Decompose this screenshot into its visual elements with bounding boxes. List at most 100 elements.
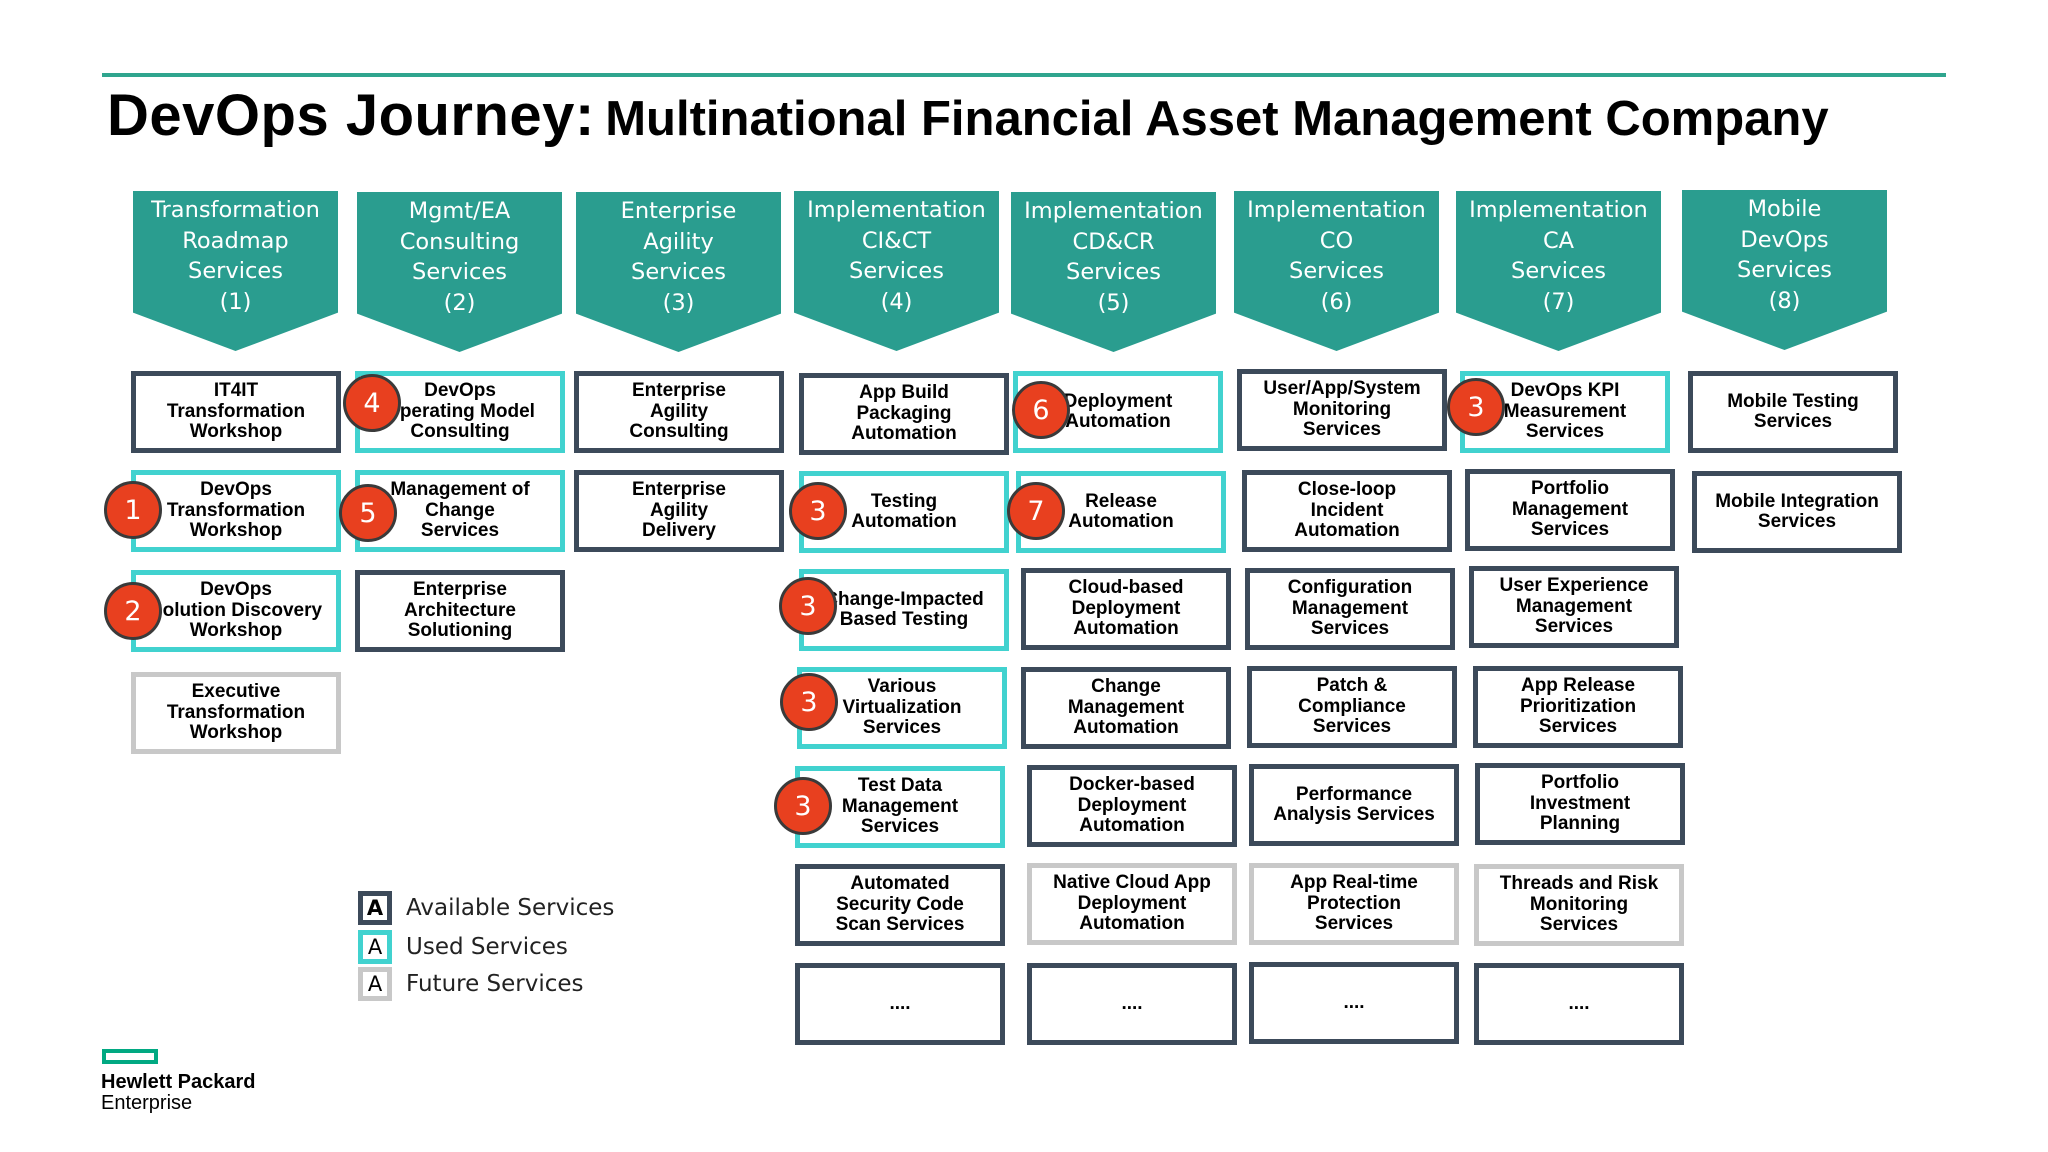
column-header-line: Services [188,258,283,284]
service-box: .... [1249,962,1459,1044]
column-header-line: (6) [1320,288,1353,315]
column-header-2: Mgmt/EA Consulting Services (2) [357,192,562,352]
logo-line-2: Enterprise [101,1092,193,1114]
column-header-line: CI&CT [861,227,932,254]
step-badge: 3 [774,777,832,835]
legend-available: A Available Services [358,891,614,925]
column-header-4: Implementation CI&CT Services (4) [794,191,999,351]
legend-used: A Used Services [358,930,568,964]
hpe-logo-mark [102,1049,158,1064]
legend-label: Used Services [406,934,568,960]
step-badge: 7 [1007,482,1065,540]
column-header-line: (4) [880,288,913,315]
step-badge: 6 [1012,381,1070,439]
column-header-line: Implementation [1024,198,1203,224]
column-header-7: Implementation CA Services (7) [1456,191,1661,351]
column-header-line: (8) [1768,287,1801,314]
column-header-line: Services [1289,258,1384,284]
step-badge: 3 [789,482,847,540]
column-header-line: (7) [1542,288,1575,315]
service-box: .... [1027,963,1237,1045]
title-main: DevOps Journey: [107,83,595,148]
column-header-line: Services [1511,258,1606,284]
column-header-line: Implementation [1247,197,1426,223]
column-header-line: Mobile [1747,196,1822,222]
step-badge: 2 [104,582,162,640]
column-header-line: Implementation [1469,197,1648,223]
column-header-line: DevOps [1740,226,1829,253]
top-rule [102,73,1946,77]
column-header-line: (1) [219,288,252,315]
step-badge: 3 [1447,378,1505,436]
column-header-line: Services [1737,257,1832,283]
column-header-line: CO [1319,227,1354,254]
column-header-line: Agility [643,228,714,255]
legend-swatch-used: A [358,930,392,964]
column-header-line: Implementation [807,197,986,223]
column-header-line: Services [1066,259,1161,285]
column-header-line: (2) [443,289,476,316]
service-box: .... [795,963,1005,1045]
column-header-1: Transformation Roadmap Services (1) [133,191,338,351]
column-header-line: (5) [1097,289,1130,316]
step-badge: 3 [780,673,838,731]
service-box: .... [1474,963,1684,1045]
hpe-logo-text: Hewlett Packard Enterprise [101,1072,256,1114]
column-header-3: Enterprise Agility Services (3) [576,192,781,352]
column-header-line: Services [631,259,726,285]
column-header-line: CD&CR [1072,228,1155,255]
column-header-line: CA [1542,227,1575,254]
legend-label: Future Services [406,971,584,997]
column-header-line: Services [849,258,944,284]
legend-label: Available Services [406,895,615,921]
column-header-line: Roadmap [182,227,289,254]
title-subtitle: Multinational Financial Asset Management… [605,92,1829,146]
column-header-line: Transformation [151,197,320,223]
legend-swatch-future: A [358,967,392,1001]
step-badge: 5 [339,484,397,542]
column-header-line: (3) [662,289,695,316]
column-header-5: Implementation CD&CR Services (5) [1011,192,1216,352]
column-header-8: Mobile DevOps Services (8) [1682,190,1887,350]
column-header-line: Services [412,259,507,285]
logo-line-1: Hewlett Packard [101,1071,256,1093]
page-title: DevOps Journey: Multinational Financial … [107,82,1829,149]
column-header-6: Implementation CO Services (6) [1234,191,1439,351]
step-badge: 4 [343,374,401,432]
legend-future: A Future Services [358,967,584,1001]
step-badge: 1 [104,481,162,539]
step-badge: 3 [779,577,837,635]
column-header-line: Mgmt/EA [408,198,511,224]
column-header-line: Enterprise [620,198,737,224]
legend-swatch-available: A [358,891,392,925]
column-header-line: Consulting [399,228,520,255]
